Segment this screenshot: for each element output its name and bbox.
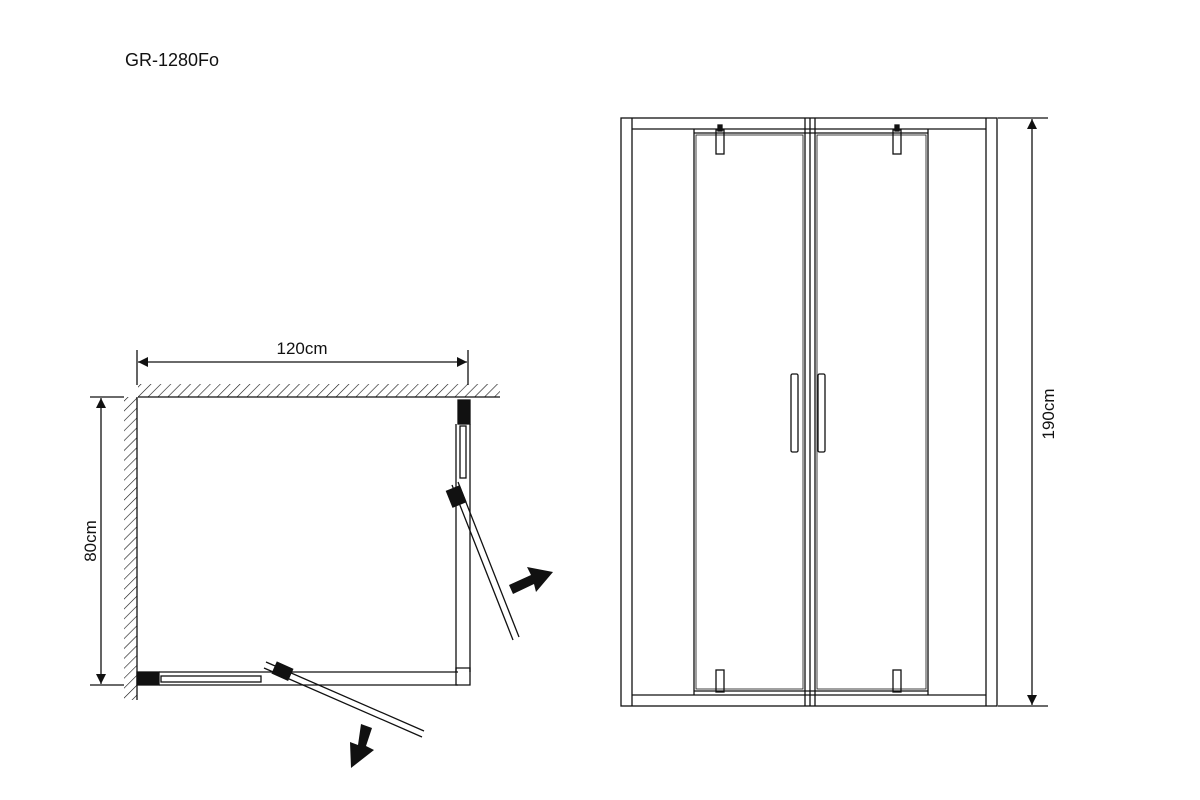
center-seam: [804, 118, 816, 706]
right-door-panel: [816, 134, 927, 690]
right-door-open: [445, 481, 520, 641]
front-view: 190cm: [620, 117, 1058, 707]
left-door-handle: [790, 373, 799, 453]
right-side-panel: [455, 399, 471, 672]
depth-dimension: 80cm: [81, 396, 124, 686]
left-wall: [124, 397, 138, 700]
right-door-swing-arrow: [509, 567, 553, 594]
width-label: 120cm: [276, 339, 327, 358]
corner-post: [455, 667, 471, 686]
front-fixed-panel: [136, 671, 458, 686]
front-door-open: [263, 661, 425, 738]
front-door-swing-arrow: [350, 724, 374, 768]
plan-view: 120cm 80cm: [81, 339, 553, 768]
height-dimension: 190cm: [998, 117, 1058, 707]
width-dimension: 120cm: [136, 339, 469, 385]
height-label: 190cm: [1039, 388, 1058, 439]
top-wall: [138, 384, 500, 398]
outer-frame: [620, 117, 998, 707]
hinges: [715, 124, 902, 693]
top-rail: [632, 128, 986, 134]
left-door-panel: [695, 134, 804, 690]
bottom-rail: [632, 690, 986, 696]
model-title: GR-1280Fo: [125, 50, 219, 70]
right-door-handle: [817, 373, 826, 453]
depth-label: 80cm: [81, 520, 100, 562]
